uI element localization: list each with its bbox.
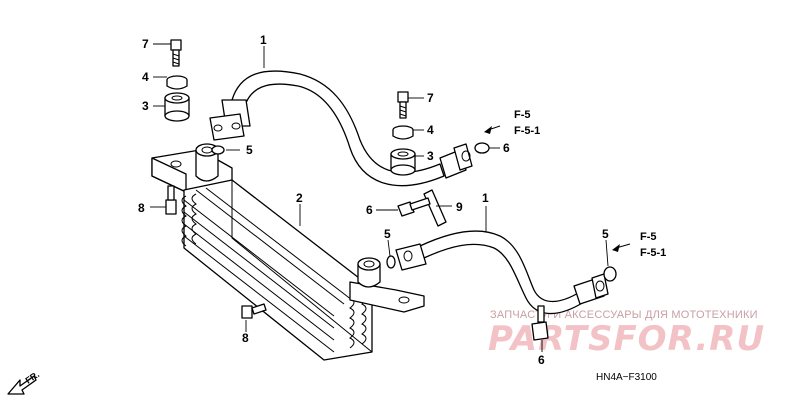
callout-3-left: 3: [142, 99, 149, 113]
bolt-8-left: [165, 185, 177, 215]
callout-1-lower: 1: [482, 191, 489, 205]
callout-7-left: 7: [142, 37, 149, 51]
collar-4-right: [392, 125, 414, 140]
bolt-6-mid: [397, 197, 431, 217]
o-ring-5-lower-right: [603, 266, 617, 282]
callout-6-bottom: 6: [538, 353, 545, 367]
right-mount-stack: [241, 91, 617, 341]
reference-upper-line2: F-5-1: [514, 125, 540, 137]
bolt-8-bottom: [241, 303, 267, 319]
callout-1-top: 1: [260, 33, 267, 47]
reference-lower: F-5 F-5-1: [612, 231, 666, 259]
watermark-logo: PARTSFOR.RU: [488, 319, 765, 359]
reference-lower-line2: F-5-1: [640, 247, 666, 259]
callout-3-right: 3: [427, 149, 434, 163]
front-direction-arrow: FR.: [7, 369, 41, 395]
callout-6-mid: 6: [366, 203, 373, 217]
callout-4-left: 4: [142, 70, 149, 84]
bolt-7-right: [397, 91, 409, 119]
reference-upper-line1: F-5: [514, 109, 531, 121]
callouts: 7 4 3 5 8 1 2 7 4 3 6 6 9 5 1 5 8 6: [138, 33, 609, 367]
reference-upper: F-5 F-5-1: [484, 109, 540, 137]
callout-5-left: 5: [246, 143, 253, 157]
callout-9: 9: [456, 200, 463, 214]
grommet-3-right: [390, 148, 416, 176]
o-ring-5-mid: [386, 255, 396, 269]
callout-8-bottom: 8: [242, 331, 249, 345]
reference-lower-line1: F-5: [640, 231, 657, 243]
callout-5-right: 5: [602, 227, 609, 241]
callout-7-right: 7: [427, 91, 434, 105]
callout-4-right: 4: [427, 123, 434, 137]
leader-lines: [150, 43, 609, 352]
bolt-7-left: [170, 39, 182, 67]
watermark: ЗАПЧАСТИ И АКСЕССУАРЫ ДЛЯ МОТОТЕХНИКИ PA…: [488, 309, 765, 359]
o-ring-5-upper-right: [474, 142, 490, 154]
left-mount-stack: [164, 39, 225, 215]
callout-2-cooler: 2: [296, 191, 303, 205]
bolt-6-bottom: [531, 305, 549, 341]
callout-5-mid: 5: [384, 227, 391, 241]
diagram-code: HN4A−F3100: [596, 372, 657, 383]
callout-6-top: 6: [503, 141, 510, 155]
lower-oil-hose: [395, 230, 609, 315]
arrow-icon: [7, 375, 37, 395]
o-ring-5-left: [211, 145, 225, 155]
callout-8-left: 8: [138, 201, 145, 215]
clamp-9: [423, 189, 447, 227]
upper-oil-hose: [209, 70, 473, 187]
collar-4-left: [166, 75, 188, 90]
grommet-3-left: [164, 92, 190, 122]
